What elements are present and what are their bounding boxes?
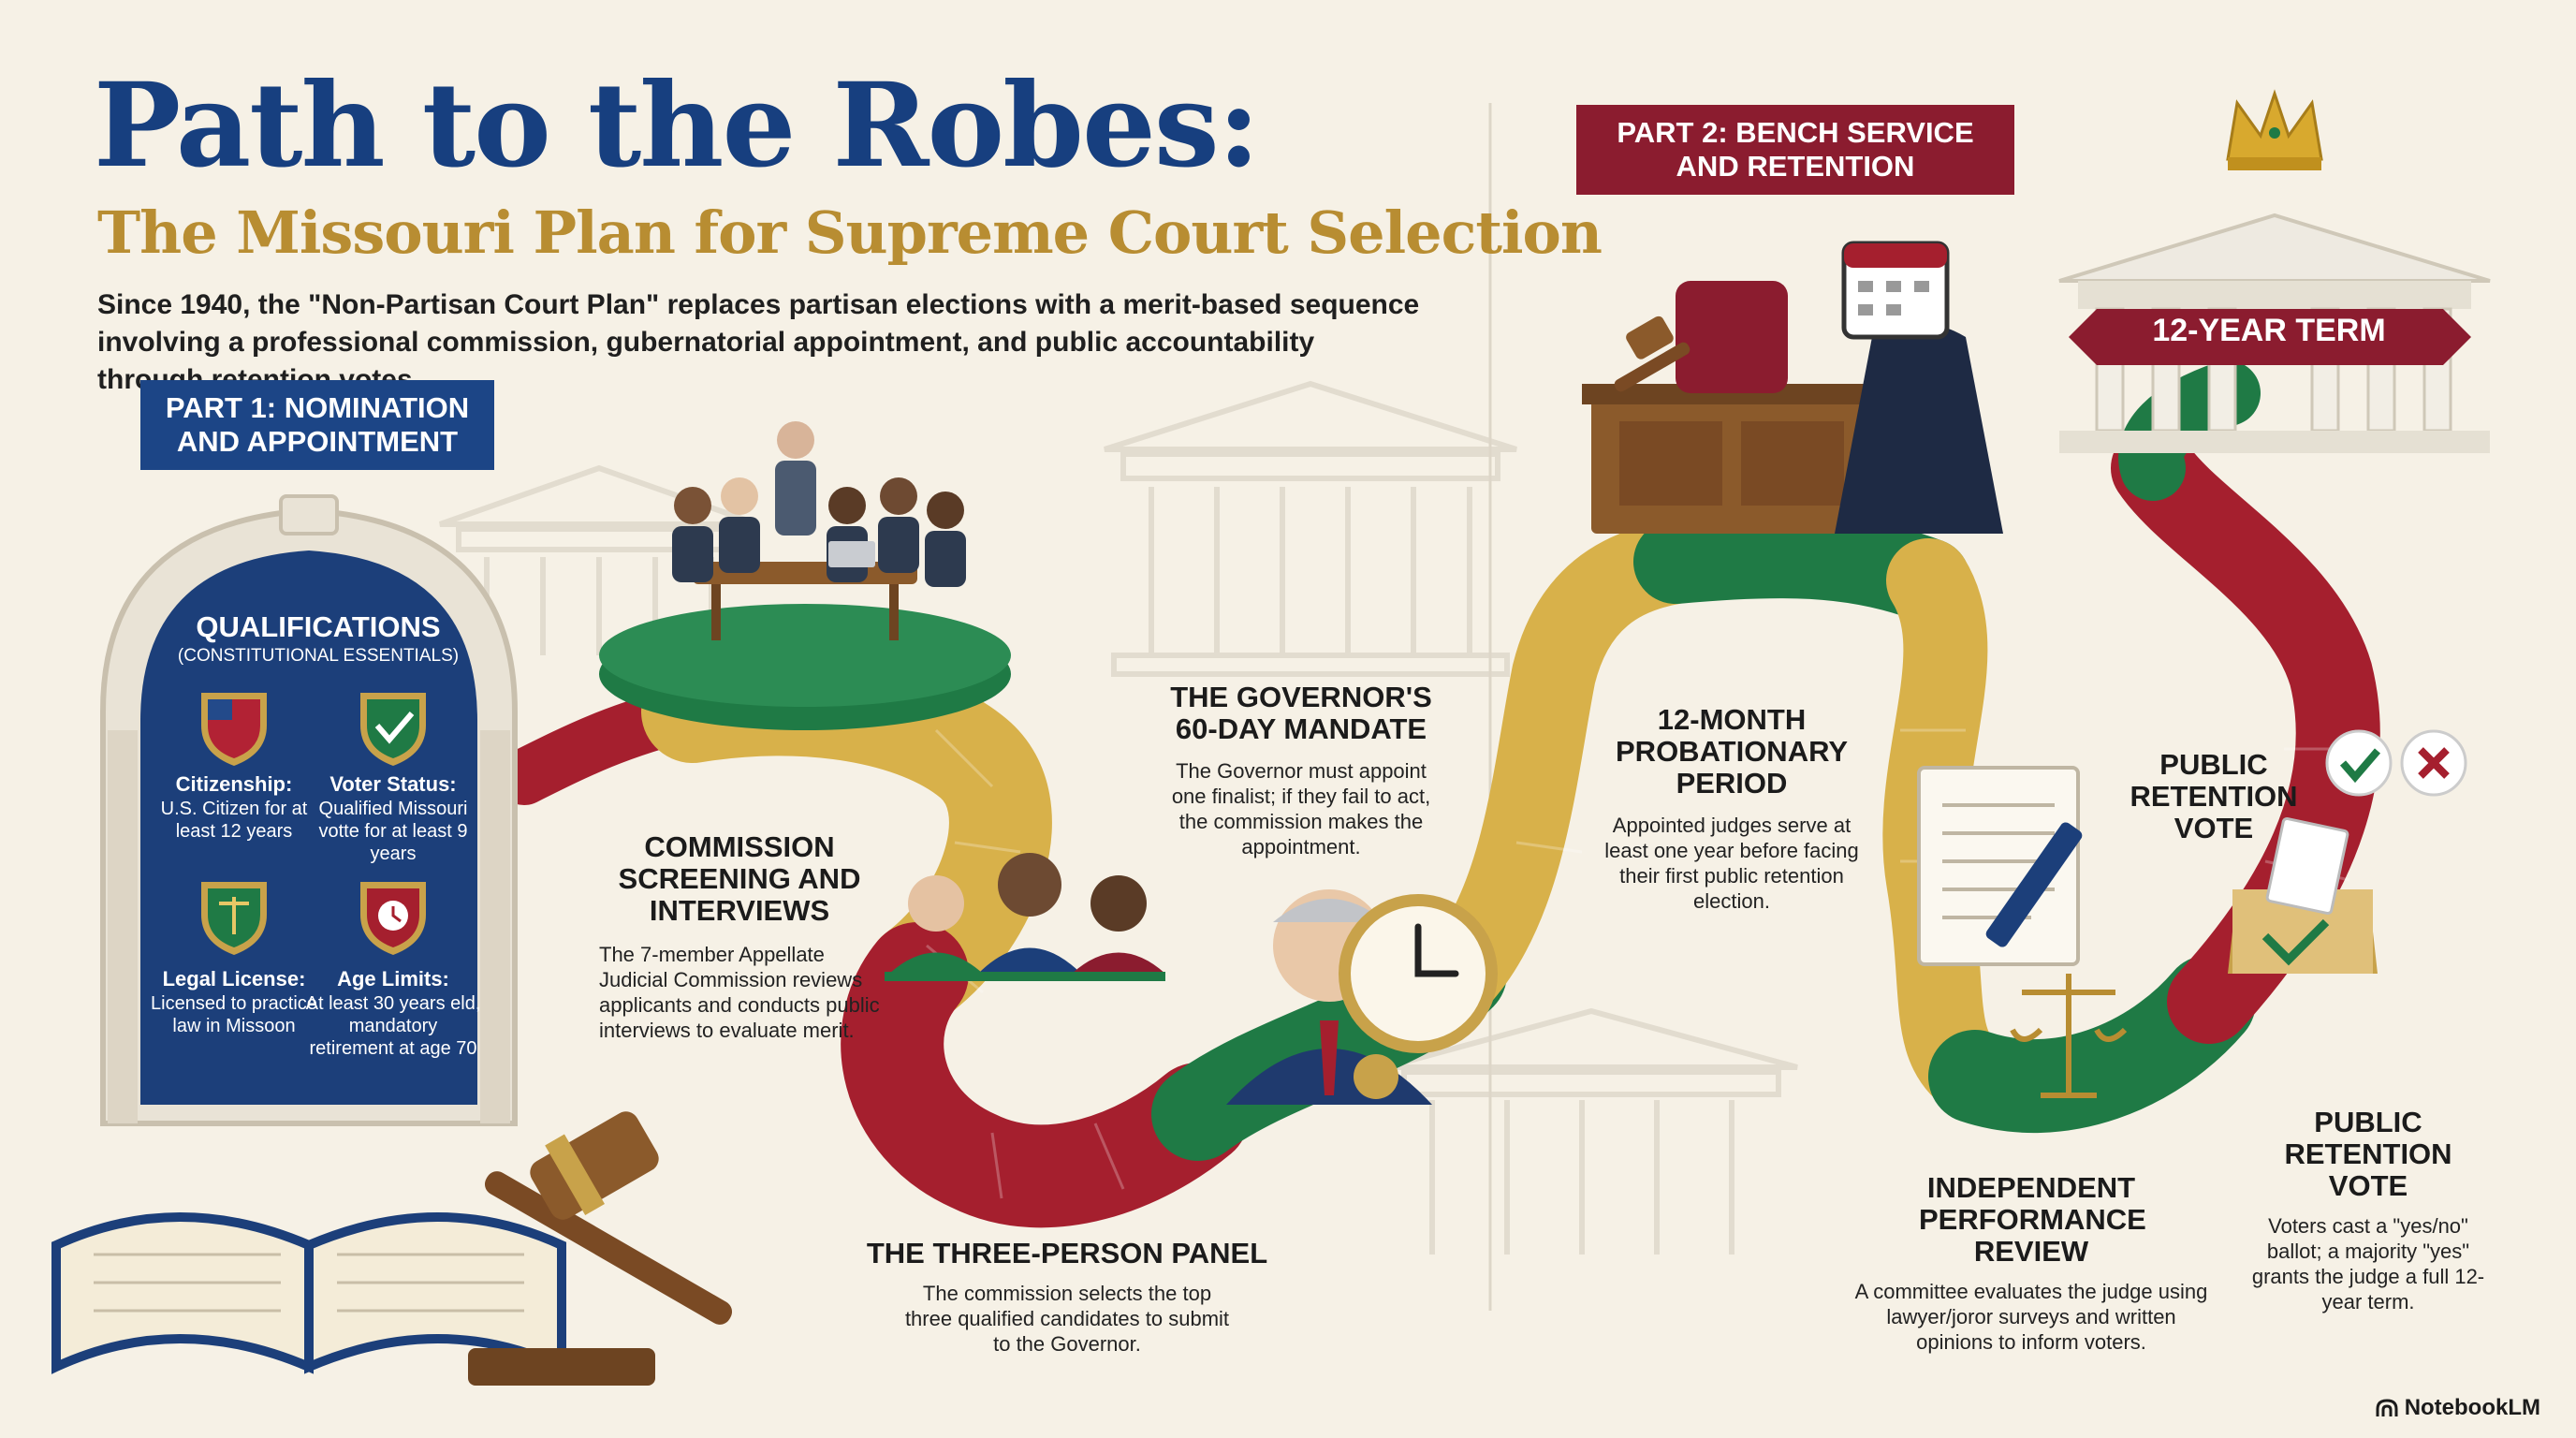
review-document-icon xyxy=(1917,766,2083,966)
open-law-book-illustration xyxy=(51,1212,566,1374)
scales-of-justice-icon xyxy=(2010,974,2128,1098)
step-title: INDEPENDENT PERFORMANCE REVIEW xyxy=(1919,1171,2146,1268)
step-title: THE THREE-PERSON PANEL xyxy=(866,1237,1268,1269)
step-performance-review: INDEPENDENT PERFORMANCE REVIEW A committ… xyxy=(1853,1172,2209,1355)
us-flag-shield-icon xyxy=(201,693,267,766)
qualification-label: Age Limits: xyxy=(337,967,449,990)
background-courthouse-center xyxy=(1104,380,1517,677)
term-banner xyxy=(2069,309,2471,365)
step-retention-vote: PUBLIC RETENTION VOTE Voters cast a "yes… xyxy=(2247,1107,2490,1314)
step-title: 12-MONTH PROBATIONARY PERIOD xyxy=(1616,703,1848,800)
brand-mark: NotebookLM xyxy=(2375,1395,2540,1421)
part1-label: PART 1: NOMINATION AND APPOINTMENT xyxy=(140,380,494,470)
qualification-age-limits: Age Limits: At least 30 years eld, manda… xyxy=(304,968,482,1060)
qualification-voter-status: Voter Status: Qualified Missouri votte f… xyxy=(304,773,482,865)
crown-icon xyxy=(2226,89,2323,170)
qualification-text: U.S. Citizen for at least 12 years xyxy=(160,799,308,842)
ballot-box-icon xyxy=(2228,816,2378,974)
qualification-text: Qualified Missouri votte for at least 9 … xyxy=(318,799,468,864)
step-title: PUBLIC RETENTION VOTE xyxy=(2284,1106,2452,1202)
qualification-label: Citizenship: xyxy=(175,772,293,796)
step-title: PUBLIC RETENTION VOTE xyxy=(2130,748,2298,844)
qualifications-subtitle: (CONSTITUTIONAL ESSENTIALS) xyxy=(177,646,460,666)
step-three-person-panel: THE THREE-PERSON PANEL The commission se… xyxy=(861,1238,1273,1357)
page-title: Path to the Robes: xyxy=(94,58,1260,194)
checkmark-shield-icon xyxy=(360,693,426,766)
term-label: 12-YEAR TERM xyxy=(2152,313,2386,348)
bench-gavel-icon xyxy=(1614,315,1690,392)
qualification-text: At least 30 years eld, mandatory retirem… xyxy=(305,993,481,1059)
step-title: THE GOVERNOR'S 60-DAY MANDATE xyxy=(1170,681,1432,745)
qualification-legal-license: Legal License: Licensed to practice law … xyxy=(145,968,323,1037)
step-text: Appointed judges serve at least one year… xyxy=(1604,814,1859,913)
step-text: The Governor must appoint one finalist; … xyxy=(1171,759,1431,858)
qualifications-arch xyxy=(100,494,518,1126)
calendar-icon xyxy=(1841,241,1950,340)
part2-label: PART 2: BENCH SERVICE AND RETENTION xyxy=(1576,105,2014,195)
clock-shield-icon xyxy=(360,882,426,955)
step-text: A committee evaluates the judge using la… xyxy=(1854,1280,2208,1354)
supreme-court-building-illustration xyxy=(2058,213,2491,453)
clock-icon xyxy=(1339,894,1498,1053)
qualification-text: Licensed to practice law in Missoon xyxy=(151,993,317,1036)
retention-vote-label: PUBLIC RETENTION VOTE xyxy=(2115,749,2312,844)
step-text: The commission selects the top three qua… xyxy=(904,1282,1230,1356)
scales-shield-icon xyxy=(201,882,267,955)
step-governor-mandate: THE GOVERNOR'S 60-DAY MANDATE The Govern… xyxy=(1161,682,1442,859)
page-subtitle: The Missouri Plan for Supreme Court Sele… xyxy=(97,198,1603,267)
step-text: The 7-member Appellate Judicial Commissi… xyxy=(599,943,880,1042)
qualification-label: Voter Status: xyxy=(329,772,457,796)
three-candidates-illustration xyxy=(885,853,1165,981)
step-title: COMMISSION SCREENING AND INTERVIEWS xyxy=(618,830,861,927)
qualifications-title: QUALIFICATIONS xyxy=(196,610,441,643)
judge-bench-illustration xyxy=(1582,281,2003,534)
step-text: Voters cast a "yes/no" ballot; a majorit… xyxy=(2251,1214,2485,1313)
gavel-icon xyxy=(468,1111,733,1386)
qualification-label: Legal License: xyxy=(162,967,306,990)
no-cross-icon xyxy=(2400,729,2467,797)
notebooklm-logo-icon xyxy=(2376,1399,2398,1416)
step-commission: COMMISSION SCREENING AND INTERVIEWS The … xyxy=(590,831,889,1043)
commission-table-illustration xyxy=(599,421,1011,730)
qualification-citizenship: Citizenship: U.S. Citizen for at least 1… xyxy=(145,773,323,843)
brand-name: NotebookLM xyxy=(2404,1395,2540,1420)
yes-check-icon xyxy=(2325,729,2393,797)
step-probation: 12-MONTH PROBATIONARY PERIOD Appointed j… xyxy=(1591,704,1872,914)
